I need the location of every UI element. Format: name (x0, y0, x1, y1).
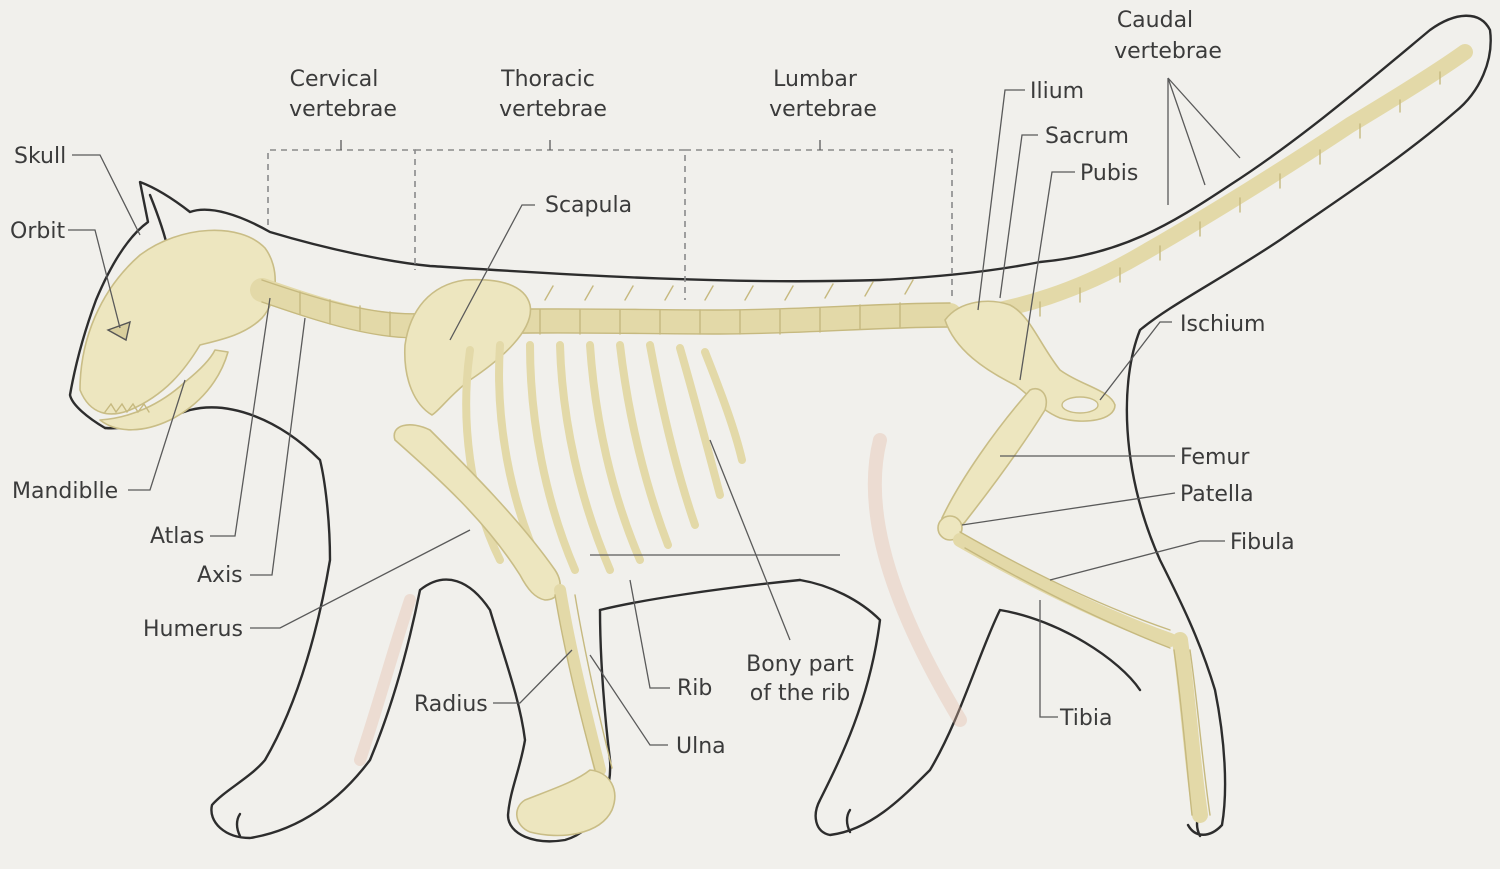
ilium-label: Ilium (1030, 79, 1084, 104)
paw-toe-line-1 (237, 814, 240, 836)
radius-label: Radius (414, 692, 488, 717)
paw-toe-line-2 (847, 810, 850, 832)
fibula-label: Fibula (1230, 530, 1295, 555)
thoracic-label-line2: vertebrae (499, 97, 607, 122)
tibia-label: Tibia (1059, 706, 1112, 731)
humerus-bone (394, 425, 560, 600)
skeleton (80, 52, 1465, 836)
cervical-label-line2: vertebrae (289, 97, 397, 122)
cat-body-outline (70, 16, 1491, 842)
head-back-tail-outline (70, 16, 1491, 835)
radius-ulna-bones (560, 590, 600, 770)
front-paw-bones (517, 770, 615, 836)
region-labels: Cervical vertebrae Thoracic vertebrae Lu… (289, 8, 1222, 122)
skull-bone (80, 230, 275, 414)
bony-part-label-line1: Bony part (746, 652, 854, 677)
cervical-label-line1: Cervical (290, 67, 379, 92)
rib-label: Rib (677, 676, 712, 701)
lumbar-label-line2: vertebrae (769, 97, 877, 122)
sacrum-label: Sacrum (1045, 124, 1129, 149)
pubis-label: Pubis (1080, 161, 1138, 186)
skull-label: Skull (14, 144, 66, 169)
femur-label: Femur (1180, 445, 1250, 470)
lumbar-label-line1: Lumbar (773, 67, 858, 92)
thoracic-label-line1: Thoracic (500, 67, 595, 92)
orbit-label: Orbit (10, 219, 65, 244)
obturator-foramen (1062, 397, 1098, 413)
belly-outline (600, 580, 800, 610)
mandible-label: Mandiblle (12, 479, 118, 504)
axis-label: Axis (197, 563, 243, 588)
ulna-label: Ulna (676, 734, 726, 759)
scapula-label: Scapula (545, 193, 632, 218)
humerus-label: Humerus (143, 617, 243, 642)
tail-vertebrae (950, 52, 1465, 318)
caudal-label-line1: Caudal (1117, 8, 1193, 33)
tibia-fibula-bones (960, 540, 1170, 640)
caudal-label-line2: vertebrae (1114, 39, 1222, 64)
atlas-label: Atlas (150, 524, 204, 549)
patella-label: Patella (1180, 482, 1254, 507)
femur-bone (942, 389, 1047, 530)
ischium-label: Ischium (1180, 312, 1265, 337)
bony-part-label-line2: of the rib (750, 681, 850, 706)
